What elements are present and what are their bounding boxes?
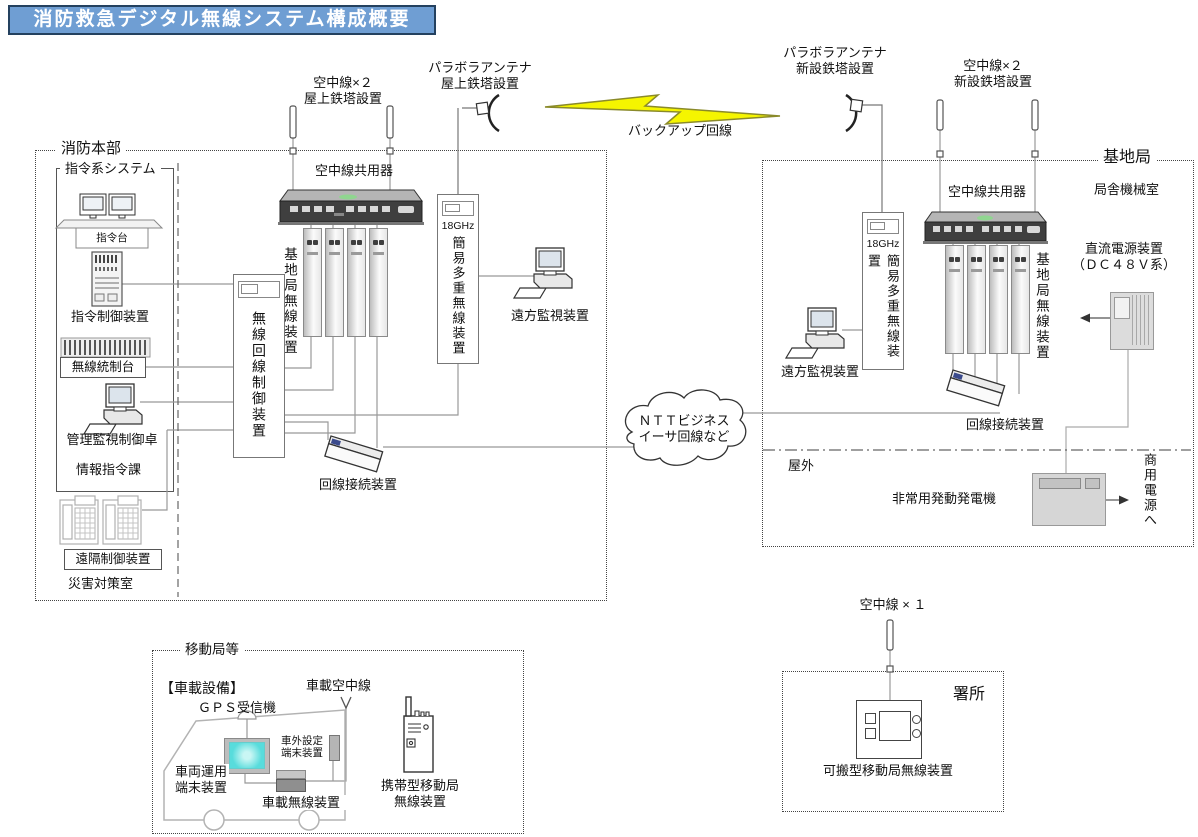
command-desk-icon <box>54 193 164 249</box>
portable-radio-device <box>856 700 922 759</box>
disaster-room-label: 災害対策室 <box>68 576 134 591</box>
remote-monitor-label-left: 遠方監視装置 <box>510 308 589 323</box>
remote-monitor-pc-left-icon <box>513 247 573 299</box>
line-controller-label: 無線回線制御装置 <box>251 311 267 439</box>
cloud-label: ＮＴＴビジネスイーサ回線など <box>638 413 730 444</box>
base-radio-rack <box>347 228 366 337</box>
gps-dome-icon <box>237 710 257 720</box>
base-radio-rack <box>945 245 964 354</box>
backup-line-label: バックアップ回線 <box>627 123 732 138</box>
combiner-label-right: 空中線共用器 <box>947 184 1026 199</box>
dc-power-device <box>1110 292 1154 350</box>
parabola-label-left: パラボラアンテナ屋上鉄塔設置 <box>428 60 532 91</box>
mobile-title: 移動局等 <box>180 642 244 657</box>
gps-label: ＧＰＳ受信機 <box>198 700 277 715</box>
base-station-box <box>762 160 1194 547</box>
antenna-rod-icons <box>289 99 1039 673</box>
mux-box-right: 18GHz 簡易多重無線装置 <box>862 212 904 370</box>
vehicle-outline-icon <box>163 709 346 831</box>
base-radio-rack <box>989 245 1008 354</box>
line-adapter-label-right: 回線接続装置 <box>965 417 1044 432</box>
remote-control-phone-icon <box>102 495 142 545</box>
cloud-shape <box>624 389 747 466</box>
mux-box-left: 18GHz 簡易多重無線装置 <box>437 194 479 364</box>
dc-power-label: 直流電源装置（ＤＣ４８Ｖ系） <box>1071 241 1176 272</box>
station-antenna-label: 空中線 × １ <box>859 597 927 612</box>
portable-radio-label: 可搬型移動局無線装置 <box>822 763 953 778</box>
mux-freq-left: 18GHz <box>441 220 475 232</box>
parabola-label-right: パラボラアンテナ新設鉄塔設置 <box>783 45 887 76</box>
parabola-antenna-right-icon <box>845 93 864 133</box>
handheld-label: 携帯型移動局無線装置 <box>380 778 459 809</box>
remote-monitor-pc-right-icon <box>785 307 845 359</box>
machine-room-label: 局舎機械室 <box>1094 182 1160 197</box>
generator-arrow-icon <box>1119 495 1129 505</box>
base-radio-label-left: 基地局無線装置 <box>282 247 297 356</box>
device-panel <box>238 281 280 298</box>
admin-console-label: 管理監視制御卓 <box>66 432 158 447</box>
mux-label-left: 簡易多重無線装置 <box>450 236 466 356</box>
vehicle-antenna-label: 車載空中線 <box>306 678 372 693</box>
radio-console-label: 無線統制台 <box>60 357 146 378</box>
line-adapter-right-icon <box>946 369 1006 407</box>
device-panel <box>867 219 899 234</box>
base-radio-rack <box>303 228 322 337</box>
remote-control-phone-icon <box>59 495 99 545</box>
vehicle-terminal-screen <box>224 738 270 774</box>
vehicle-equipment-label: 【車載設備】 <box>160 680 244 696</box>
line-adapter-left-icon <box>324 435 384 473</box>
mux-freq-right: 18GHz <box>866 238 900 250</box>
command-controller-icon <box>91 251 123 307</box>
mux-label-right: 簡易多重無線装置 <box>866 254 900 359</box>
remote-monitor-label-right: 遠方監視装置 <box>780 364 859 379</box>
handheld-radio-icon <box>403 696 434 773</box>
admin-console-pc-icon <box>83 383 143 435</box>
antenna-combiner-left-icon <box>278 189 424 225</box>
outside-terminal-label: 車外設定端末装置 <box>278 735 326 759</box>
base-radio-label-right: 基地局無線装置 <box>1034 252 1049 361</box>
mobile-box <box>152 650 524 834</box>
dc-arrow-icon <box>1080 313 1090 323</box>
vehicle-radio-device <box>276 779 306 792</box>
hq-title: 消防本部 <box>56 141 127 156</box>
generator-device <box>1032 473 1106 526</box>
vehicle-radio-label: 車載無線装置 <box>255 795 347 810</box>
generator-label: 非常用発動発電機 <box>891 491 996 506</box>
vehicle-terminal-label: 車両運用端末装置 <box>173 764 230 796</box>
base-radio-rack <box>967 245 986 354</box>
vehicle-radio-device <box>276 770 306 779</box>
commercial-power-label: 商用電源へ <box>1142 453 1157 528</box>
base-radio-rack <box>325 228 344 337</box>
parabola-antenna-left-icon <box>475 93 500 133</box>
console-desk-label: 指令台 <box>96 232 128 244</box>
command-controller-label: 指令制御装置 <box>70 309 149 324</box>
combiner-label-left: 空中線共用器 <box>314 163 393 178</box>
base-station-title: 基地局 <box>1098 150 1157 166</box>
antenna-combiner-right-icon <box>923 211 1048 244</box>
remote-controller-label: 遠隔制御装置 <box>64 549 162 570</box>
outside-terminal-device <box>329 735 340 761</box>
station-title: 署所 <box>948 687 991 703</box>
line-controller-box: 無線回線制御装置 <box>233 274 285 458</box>
info-command-room-label: 情報指令課 <box>76 462 142 477</box>
lightning-bolt-icon <box>544 93 781 125</box>
command-system-title: 指令系システム <box>60 161 161 176</box>
hq-box <box>35 150 607 601</box>
page-title: 消防救急デジタル無線システム構成概要 <box>8 5 436 35</box>
outdoor-label: 屋外 <box>788 458 815 473</box>
vehicle-antenna-icon <box>340 696 352 710</box>
base-radio-rack <box>1011 245 1030 354</box>
device-panel <box>442 201 474 216</box>
line-adapter-label-left: 回線接続装置 <box>318 477 397 492</box>
base-radio-rack <box>369 228 388 337</box>
